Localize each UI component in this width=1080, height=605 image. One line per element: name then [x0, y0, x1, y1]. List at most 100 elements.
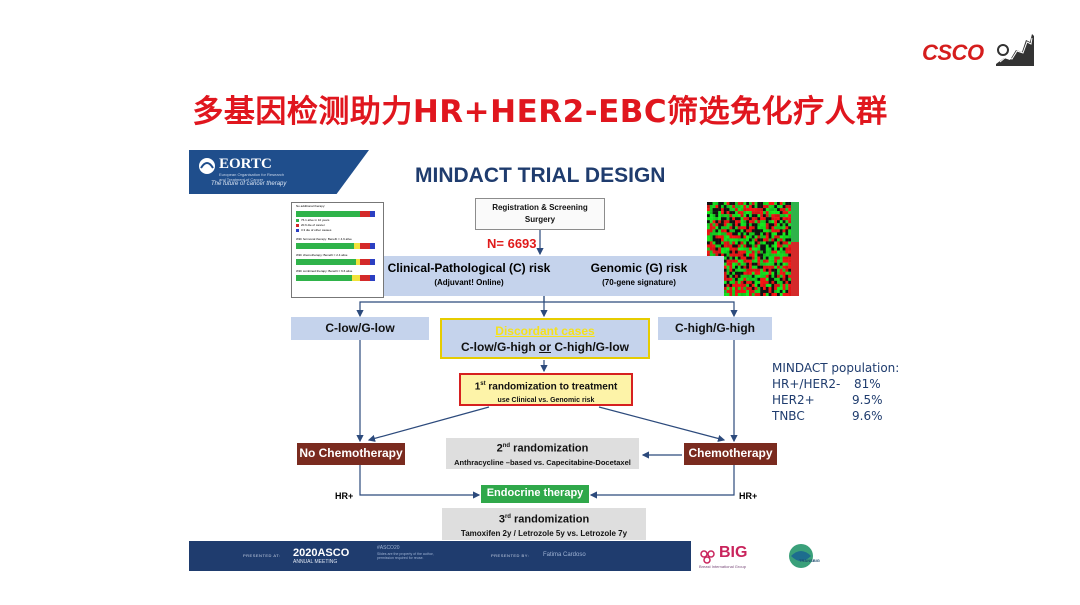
- heatmap-cell: [707, 244, 710, 248]
- heatmap-cell: [737, 289, 741, 294]
- heatmap-cell: [774, 289, 778, 294]
- adjuvant-bars: [296, 211, 375, 281]
- heatmap-cell: [765, 202, 769, 206]
- heatmap-cell: [760, 268, 764, 272]
- adjuvant-line: With combined therapy: Benefit = 6.6 ali…: [296, 269, 353, 273]
- heatmap-cell: [732, 205, 736, 209]
- big-logo-text: BIG: [719, 544, 748, 561]
- heatmap-cell: [765, 292, 769, 296]
- heatmap-cell: [760, 253, 764, 257]
- heatmap-cell: [718, 205, 722, 209]
- heatmap-cell: [743, 271, 747, 275]
- heatmap-cell: [782, 250, 786, 254]
- heatmap-cell: [763, 262, 766, 266]
- heatmap-cell: [749, 214, 752, 218]
- heatmap-cell: [743, 226, 747, 230]
- heatmap-cell: [707, 217, 710, 221]
- heatmap-cell: [749, 265, 752, 269]
- heatmap-cell: [732, 226, 736, 230]
- heatmap-cell: [743, 250, 747, 254]
- heatmap-cell: [760, 274, 764, 278]
- heatmap-cell: [751, 232, 755, 236]
- heatmap-cell: [740, 274, 744, 278]
- heatmap-cell: [774, 292, 778, 296]
- heatmap-cell: [751, 253, 755, 257]
- transbig-text: TRANSBIG: [799, 558, 820, 563]
- heatmap-cell: [740, 211, 744, 215]
- heatmap-cell: [751, 238, 755, 242]
- heatmap-cell: [768, 256, 772, 260]
- heatmap-cell: [765, 244, 769, 248]
- heatmap-cell: [771, 277, 775, 282]
- heatmap-cell: [740, 247, 744, 251]
- heatmap-cell: [771, 286, 775, 291]
- heatmap-cell: [735, 235, 738, 239]
- heatmap-cell: [737, 226, 741, 230]
- heatmap-cell: [732, 241, 736, 245]
- rand2-sub: Anthracycline –based vs. Capecitabine-Do…: [454, 457, 631, 467]
- heatmap-cell: [779, 271, 783, 275]
- heatmap-cell: [785, 289, 789, 294]
- heatmap-cell: [743, 223, 747, 227]
- heatmap-cell: [712, 202, 716, 206]
- heatmap-cell: [751, 202, 755, 206]
- heatmap-cell: [768, 235, 772, 239]
- heatmap-cell: [779, 268, 783, 272]
- heatmap-cell: [740, 286, 744, 291]
- heatmap-cell: [777, 247, 780, 251]
- heatmap-cell: [718, 217, 722, 221]
- heatmap-cell: [732, 280, 736, 285]
- heatmap-cell: [721, 223, 724, 227]
- heatmap-cell: [788, 244, 792, 248]
- heatmap-cell: [740, 202, 744, 206]
- heatmap-cell: [771, 271, 775, 275]
- presented-by-label: PRESENTED BY:: [491, 553, 530, 558]
- heatmap-cell: [754, 217, 758, 221]
- heatmap-cell: [718, 244, 722, 248]
- heatmap-cell: [746, 247, 750, 251]
- heatmap-cell: [768, 247, 772, 251]
- heatmap-cell: [723, 277, 727, 282]
- heatmap-cell: [707, 226, 710, 230]
- heatmap-cell: [723, 247, 727, 251]
- heatmap-cell: [763, 247, 766, 251]
- heatmap-cell: [726, 205, 730, 209]
- heatmap-cell: [712, 226, 716, 230]
- csco-logo: CSCO: [920, 28, 1040, 78]
- heatmap-cell: [771, 256, 775, 260]
- heatmap-cell: [754, 256, 758, 260]
- discordant-or: or: [539, 340, 551, 354]
- heatmap-cell: [740, 220, 744, 224]
- heatmap-cell: [779, 223, 783, 227]
- heatmap-cell: [763, 226, 766, 230]
- heatmap-cell: [735, 256, 738, 260]
- heatmap-cell: [723, 265, 727, 269]
- heatmap-cell: [765, 229, 769, 233]
- heatmap-cell: [788, 265, 792, 269]
- heatmap-cell: [788, 229, 792, 233]
- heatmap-cell: [760, 247, 764, 251]
- heatmap-cell: [779, 232, 783, 236]
- heatmap-cell: [751, 289, 755, 294]
- heatmap-cell: [785, 244, 789, 248]
- heatmap-cell: [726, 256, 730, 260]
- heatmap-cell: [735, 253, 738, 257]
- heatmap-cell: [763, 289, 766, 294]
- heatmap-cell: [774, 253, 778, 257]
- heatmap-cell: [729, 268, 733, 272]
- heatmap-cell: [751, 265, 755, 269]
- discordant-label: Discordant cases: [495, 324, 595, 338]
- heatmap-cell: [782, 205, 786, 209]
- heatmap-cell: [723, 283, 727, 288]
- heatmap-cell: [732, 292, 736, 296]
- heatmap-cell: [763, 271, 766, 275]
- heatmap-cell: [757, 271, 761, 275]
- heatmap-cell: [751, 280, 755, 285]
- heatmap-cell: [749, 268, 752, 272]
- heatmap-cell: [735, 292, 738, 296]
- heatmap-cell: [732, 262, 736, 266]
- heatmap-cell: [785, 238, 789, 242]
- heatmap-cell: [749, 289, 752, 294]
- heatmap-cell: [771, 253, 775, 257]
- heatmap-cell: [757, 217, 761, 221]
